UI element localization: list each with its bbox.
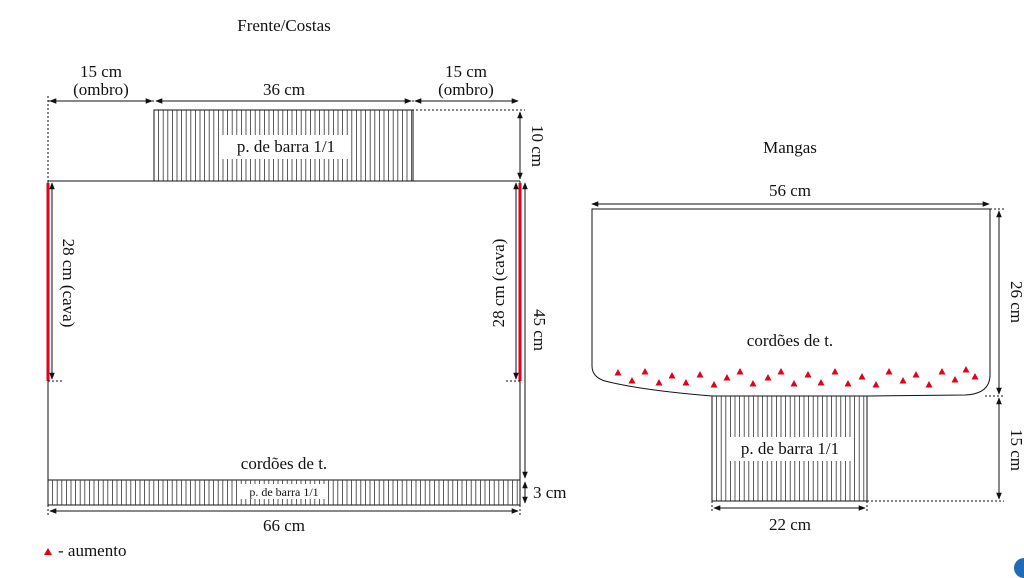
increase-triangle-icon	[790, 380, 798, 387]
shoulder-left-note: (ombro)	[73, 80, 129, 99]
increase-triangle-icon	[804, 371, 812, 378]
hem-rib-label: p. de barra 1/1	[249, 485, 318, 499]
width-label: 66 cm	[263, 516, 305, 535]
sleeve-width-label: 56 cm	[769, 181, 811, 200]
shoulder-left-measure: 15 cm	[80, 62, 122, 81]
increase-triangle-icon	[668, 372, 676, 379]
increase-triangle-icon	[962, 366, 970, 373]
sleeve-height-label: 26 cm	[1007, 281, 1024, 323]
increase-triangle-icon	[872, 381, 880, 388]
increase-triangle-icon	[641, 368, 649, 375]
front-back-title: Frente/Costas	[237, 16, 331, 35]
increase-triangle-icon	[899, 377, 907, 384]
increase-triangle-icon	[682, 379, 690, 386]
cuff-rib-outline	[711, 395, 868, 502]
increase-triangle-icon	[723, 374, 731, 381]
shoulder-right-measure: 15 cm	[445, 62, 487, 81]
increase-triangle-icon	[844, 380, 852, 387]
cuff-rib-label: p. de barra 1/1	[741, 439, 839, 458]
increase-triangle-icon	[938, 368, 946, 375]
legend-text: - aumento	[58, 541, 127, 560]
body-garter-label: cordões de t.	[241, 454, 327, 473]
increase-triangle-icon	[696, 371, 704, 378]
cuff-width-label: 22 cm	[769, 515, 811, 534]
neck-rib-label-bg	[222, 135, 350, 159]
increase-triangle-icon	[858, 373, 866, 380]
neck-height-label: 10 cm	[528, 125, 547, 167]
increase-triangle-icon	[951, 376, 959, 383]
sleeve-increase-marks	[614, 366, 979, 388]
increase-triangle-icon	[885, 368, 893, 375]
cuff-height-label: 15 cm	[1007, 429, 1024, 471]
increase-triangle-icon	[925, 381, 933, 388]
increase-triangle-icon	[971, 373, 979, 380]
increase-triangle-icon	[44, 547, 52, 555]
increase-triangle-icon	[710, 381, 718, 388]
increase-triangle-icon	[614, 369, 622, 376]
increase-triangle-icon	[655, 379, 663, 386]
sleeve-garter-label: cordões de t.	[747, 331, 833, 350]
armhole-left-label: 28 cm (cava)	[59, 239, 78, 328]
increase-triangle-icon	[912, 371, 920, 378]
increase-triangle-icon	[749, 380, 757, 387]
body-height-label: 45 cm	[530, 309, 549, 351]
increase-triangle-icon	[831, 368, 839, 375]
increase-triangle-icon	[628, 377, 636, 384]
shoulder-right-note: (ombro)	[438, 80, 494, 99]
neck-width-label: 36 cm	[263, 80, 305, 99]
increase-triangle-icon	[817, 379, 825, 386]
sleeve-outline	[591, 208, 991, 397]
increase-triangle-icon	[764, 374, 772, 381]
hem-height-label: 3 cm	[533, 483, 567, 502]
sleeves-title: Mangas	[763, 138, 817, 157]
legend: - aumento	[44, 541, 126, 561]
neck-rib-block	[158, 110, 413, 181]
hem-rib-label-bg	[240, 484, 328, 499]
increase-triangle-icon	[736, 368, 744, 375]
cuff-rib-label-bg	[728, 437, 852, 461]
corner-circle-icon	[1014, 558, 1024, 578]
neck-rib-label: p. de barra 1/1	[237, 137, 335, 156]
increase-triangle-icon	[777, 368, 785, 375]
armhole-right-label: 28 cm (cava)	[489, 239, 508, 328]
